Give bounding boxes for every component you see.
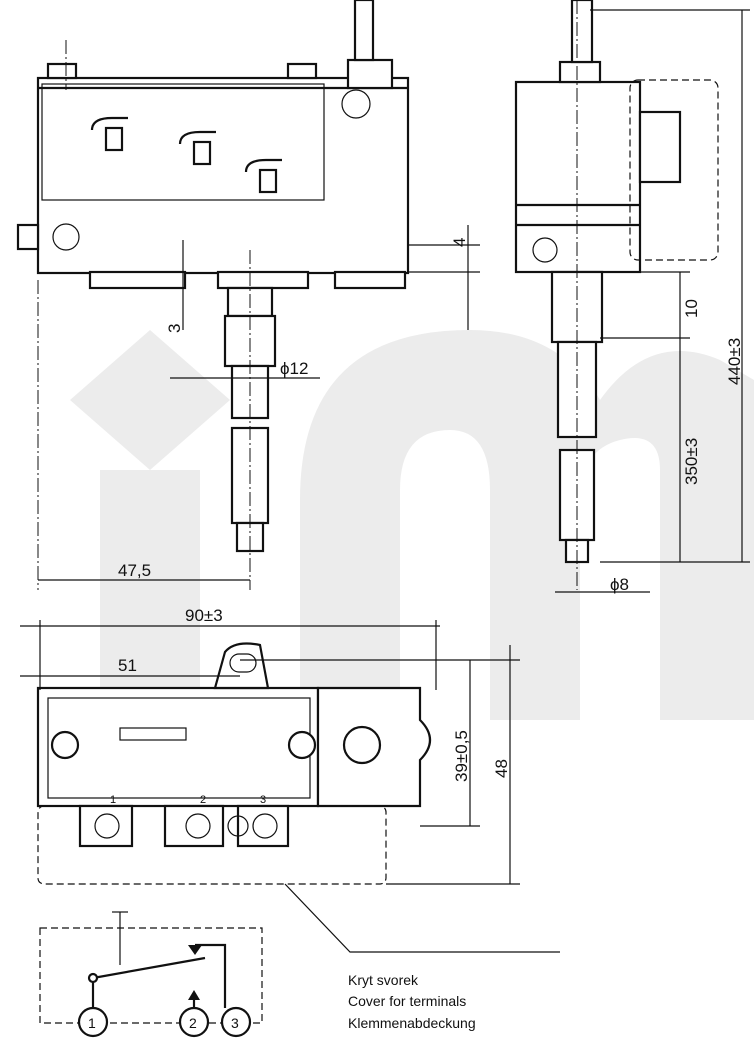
dim-capillary-diameter: ϕ8 [610,575,629,594]
top-view [20,620,560,953]
switch-schematic [39,911,263,1024]
dim-mount-height: 39±0,5 [452,730,471,782]
screw-2-icon [178,130,216,166]
terminal-label-1: 1 [110,794,116,806]
dim-front-offset-bottom: 3 [165,324,184,333]
terminal-2: 2 [178,1006,210,1038]
callout-english: Cover for terminals [348,993,466,1009]
side-view [514,0,750,593]
svg-text:3: 3 [231,1015,239,1031]
dim-shaft-diameter: ϕ12 [280,359,308,378]
terminal-label-2: 2 [200,794,206,806]
watermark-logo [70,330,754,720]
dim-mount-position: 51 [118,656,137,675]
dim-total-length: 440±3 [725,338,744,385]
dim-front-offset-top: 4 [450,238,469,247]
dim-body-width: 90±3 [185,606,223,625]
terminal-1: 1 [77,1006,109,1038]
svg-text:2: 2 [189,1015,197,1031]
dim-shaft-position: 47,5 [118,561,151,580]
screw-1-icon [90,116,128,152]
front-view [16,0,480,590]
callout-czech: Kryt svorek [348,972,419,988]
dim-capillary-length: 350±3 [682,438,701,485]
terminal-3: 3 [220,1006,252,1038]
terminal-label-3: 3 [260,794,266,806]
dim-side-offset: 10 [682,299,701,318]
screw-3-icon [244,158,282,194]
svg-text:1: 1 [88,1015,96,1031]
dim-body-height: 48 [492,759,511,778]
callout-german: Klemmenabdeckung [348,1015,476,1031]
